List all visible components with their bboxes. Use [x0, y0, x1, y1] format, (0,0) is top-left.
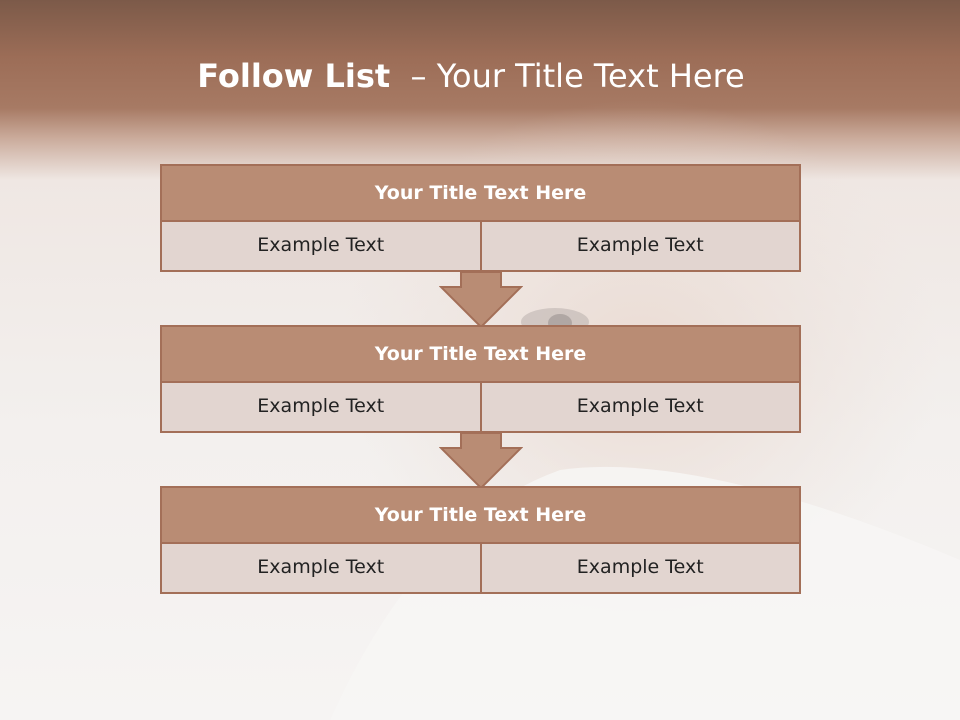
block-cell-left: Example Text — [257, 556, 385, 578]
block-heading: Your Title Text Here — [160, 486, 801, 544]
block-heading: Your Title Text Here — [160, 164, 801, 222]
block-cell-right: Example Text — [479, 544, 800, 592]
list-block-3: Your Title Text Here Example Text Exampl… — [160, 486, 801, 594]
block-cell-right: Example Text — [479, 383, 800, 431]
down-arrow-icon — [439, 271, 523, 329]
block-row: Example Text Example Text — [160, 544, 801, 594]
block-cell-left: Example Text — [257, 234, 385, 256]
list-block-2: Your Title Text Here Example Text Exampl… — [160, 325, 801, 433]
block-row: Example Text Example Text — [160, 383, 801, 433]
list-block-1: Your Title Text Here Example Text Exampl… — [160, 164, 801, 272]
block-row: Example Text Example Text — [160, 222, 801, 272]
block-cell-left: Example Text — [257, 395, 385, 417]
title-separator: – — [390, 57, 437, 95]
block-cell-right: Example Text — [479, 222, 800, 270]
block-heading: Your Title Text Here — [160, 325, 801, 383]
slide-title: Follow List – Your Title Text Here — [0, 54, 942, 98]
title-bold: Follow List — [197, 57, 391, 95]
down-arrow-icon — [439, 432, 523, 490]
title-light: Your Title Text Here — [436, 57, 745, 95]
